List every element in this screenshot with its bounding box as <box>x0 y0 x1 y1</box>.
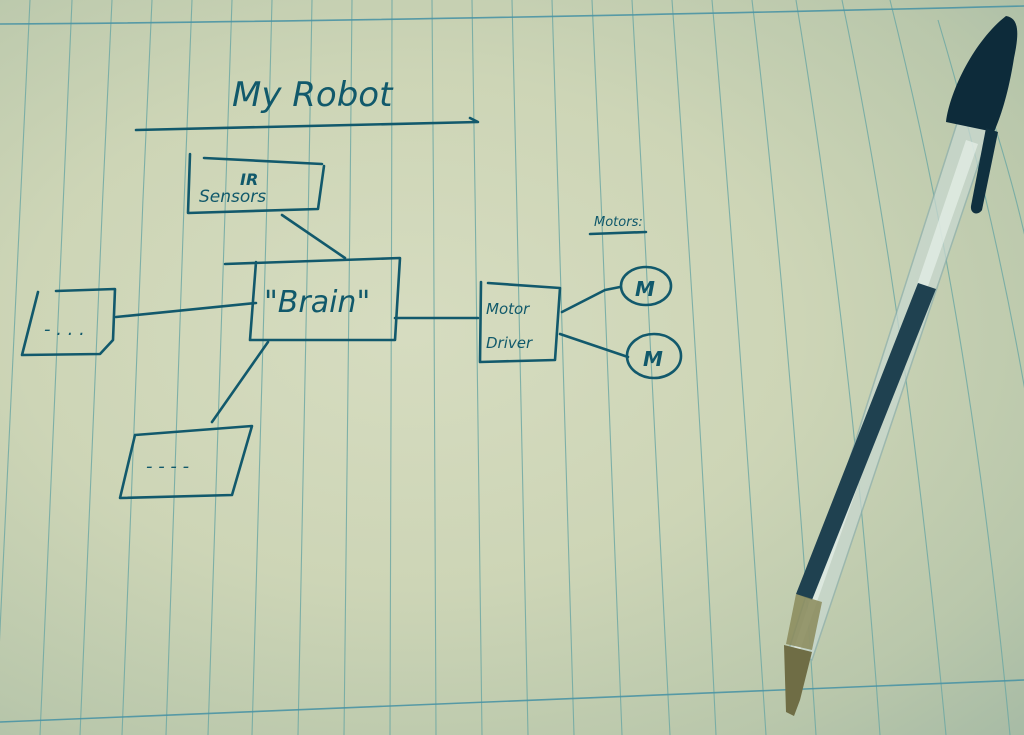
edge-bottom-to-brain <box>210 340 270 424</box>
node-unknown-left: - . . . <box>20 287 117 357</box>
node-ir-sensors: IR Sensors <box>186 152 326 215</box>
motor-1-label: M <box>635 277 655 301</box>
pen-cap-clip <box>970 128 998 214</box>
motor-driver-label-line2: Driver <box>486 334 533 352</box>
unknown-bottom-label: - - - - <box>146 456 189 477</box>
ir-sensors-label-line2: Sensors <box>199 187 266 207</box>
ir-sensors-label-line1: IR <box>240 170 258 189</box>
pen-tip <box>784 645 812 716</box>
edge-left-to-brain <box>114 301 258 319</box>
edge-driver-to-motor2 <box>558 332 630 359</box>
pen-ink-tube <box>796 283 936 600</box>
diagram-title: My Robot <box>232 75 394 115</box>
node-motor-2: M <box>625 332 683 380</box>
motors-heading-underline <box>588 230 648 236</box>
title-underline <box>134 116 480 132</box>
unknown-left-label: - . . . <box>44 319 85 340</box>
node-unknown-bottom: - - - - <box>118 424 254 500</box>
node-motor-driver: Motor Driver <box>478 280 562 364</box>
node-motor-1: M <box>619 265 673 307</box>
pen-cap <box>946 16 1018 132</box>
edge-driver-to-motor1 <box>560 285 622 314</box>
ballpoint-pen <box>784 16 1018 716</box>
motor-driver-label-line1: Motor <box>486 300 530 318</box>
motors-heading: Motors: <box>594 215 643 230</box>
motor-2-label: M <box>643 347 663 371</box>
edge-ir-to-brain <box>280 213 347 260</box>
node-brain: "Brain" <box>223 256 402 342</box>
brain-label: "Brain" <box>264 285 370 320</box>
